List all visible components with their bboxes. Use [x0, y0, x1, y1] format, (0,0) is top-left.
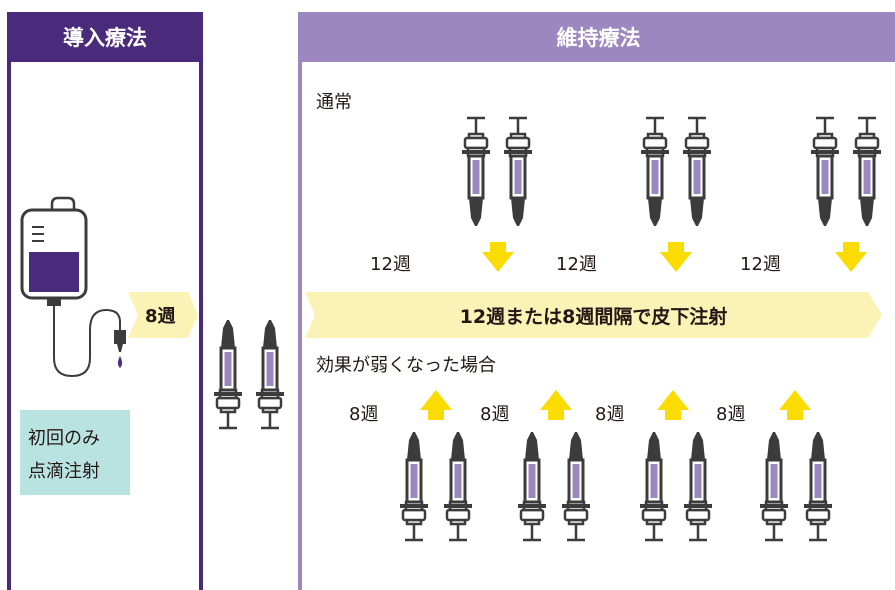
induction-panel: 導入療法 — [7, 12, 203, 590]
syringe-icon — [518, 432, 546, 540]
maintenance-panel: 維持療法 — [298, 12, 895, 590]
syringe-icon — [400, 432, 428, 540]
up-arrow-icon — [779, 390, 811, 420]
syringe-icon — [444, 432, 472, 540]
up-arrow-icon — [420, 390, 452, 420]
syringe-icon — [640, 432, 668, 540]
normal-interval-1: 12週 — [370, 254, 411, 275]
syringe-icon — [684, 432, 712, 540]
note-line-2: 点滴注射 — [28, 461, 100, 482]
up-arrow-icon — [657, 390, 689, 420]
induction-interval-label: 8週 — [145, 306, 176, 327]
reduced-interval-4: 8週 — [716, 404, 746, 425]
reduced-interval-1: 8週 — [349, 404, 379, 425]
syringe-icon — [804, 432, 832, 540]
maintenance-band-label: 12週または8週間隔で皮下注射 — [459, 305, 728, 328]
down-arrow-icon — [660, 242, 692, 272]
normal-interval-2: 12週 — [556, 254, 597, 275]
normal-label: 通常 — [316, 92, 352, 113]
induction-interval-tag — [128, 292, 198, 338]
syringe-icon — [562, 432, 590, 540]
reduced-effect-label: 効果が弱くなった場合 — [316, 355, 496, 376]
reduced-interval-3: 8週 — [595, 404, 625, 425]
note-box — [20, 410, 130, 495]
induction-header: 導入療法 — [11, 12, 199, 62]
reduced-interval-2: 8週 — [480, 404, 510, 425]
maintenance-band — [305, 292, 882, 338]
normal-interval-3: 12週 — [740, 254, 781, 275]
down-arrow-icon — [835, 242, 867, 272]
note-line-1: 初回のみ — [28, 428, 100, 449]
down-arrow-icon — [482, 242, 514, 272]
up-arrow-icon — [540, 390, 572, 420]
syringe-icon — [760, 432, 788, 540]
maintenance-header: 維持療法 — [302, 12, 895, 62]
